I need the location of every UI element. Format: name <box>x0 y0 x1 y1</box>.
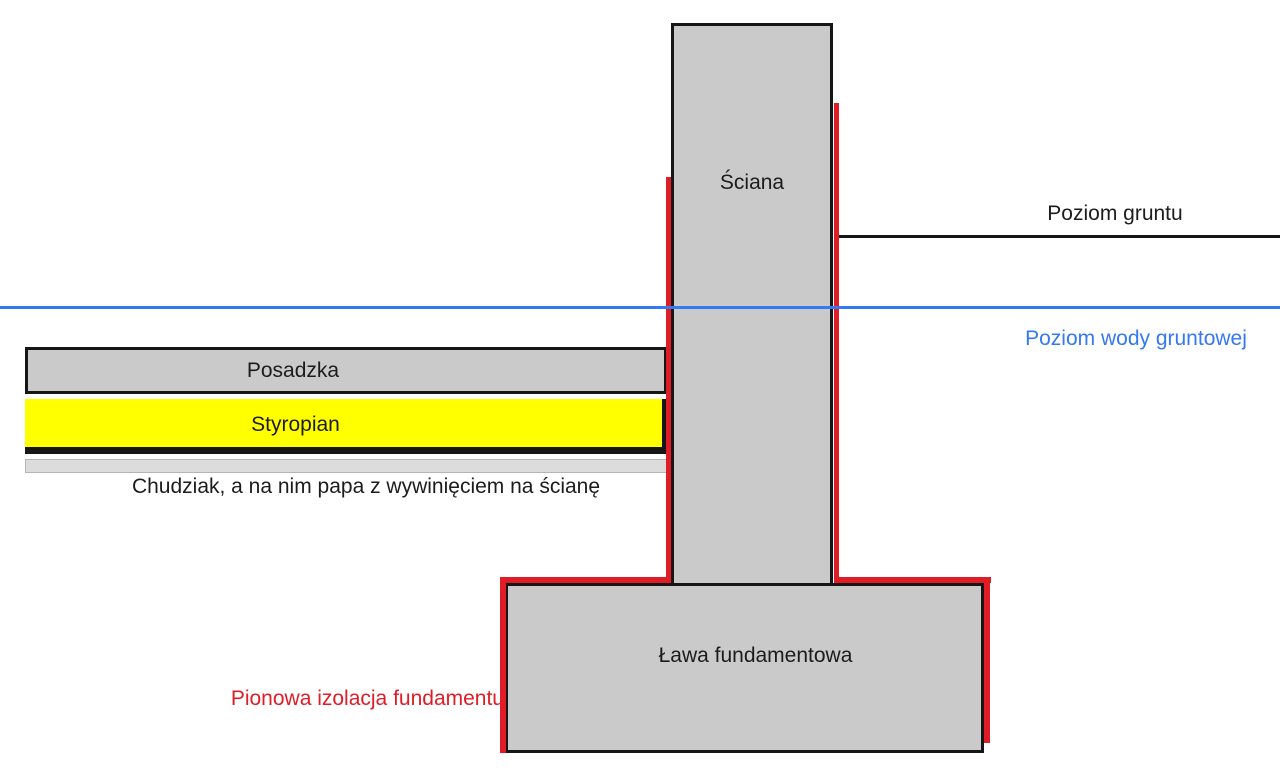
ground-level-line <box>839 235 1280 238</box>
insulation-line-footing-top-right <box>834 577 991 583</box>
insulation-line-footing-top-left <box>500 577 671 583</box>
floor-slab-rect: Posadzka <box>25 347 667 394</box>
footing-label: Ława fundamentowa <box>658 644 853 667</box>
wall-rect: Ściana <box>671 23 833 586</box>
insulation-line-wall-left <box>666 177 671 583</box>
lean-concrete-strip <box>25 459 668 473</box>
wall-label: Ściana <box>719 171 785 194</box>
lean-concrete-note: Chudziak, a na nim papa z wywinięciem na… <box>131 475 601 498</box>
insulation-line-footing-right <box>984 577 990 743</box>
groundwater-level-line <box>0 306 1280 309</box>
insulation-line-wall-right <box>834 103 839 583</box>
groundwater-level-label: Poziom wody gruntowej <box>1025 327 1247 350</box>
footing-rect: Ława fundamentowa <box>505 583 984 753</box>
styrofoam-rect: Styropian <box>25 399 667 454</box>
floor-slab-label: Posadzka <box>246 358 340 382</box>
styrofoam-label: Styropian <box>251 413 340 436</box>
ground-level-label: Poziom gruntu <box>1047 202 1183 225</box>
insulation-line-footing-left <box>500 577 506 753</box>
vertical-insulation-label: Pionowa izolacja fundamentu <box>230 687 504 710</box>
